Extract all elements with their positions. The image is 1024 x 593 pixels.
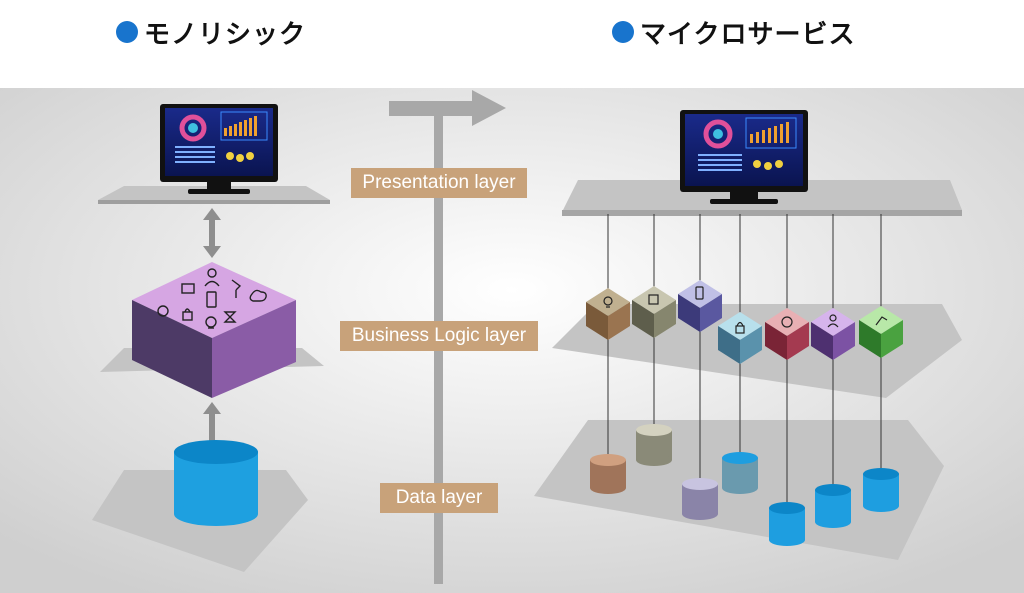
bullet-icon: [612, 21, 634, 43]
mono-double-arrow-top: [203, 208, 221, 258]
microservices-heading: マイクロサービス: [612, 14, 855, 50]
ms-service-lock: [718, 312, 762, 364]
microservices-architecture: [534, 110, 962, 560]
lock-icon: [735, 321, 745, 334]
ms-db-2: [636, 424, 672, 466]
business-logic-layer-label: Business Logic layer: [340, 321, 538, 351]
monolith-architecture: [92, 104, 330, 572]
ms-service-globe: [765, 308, 809, 360]
ms-db-7: [863, 468, 899, 512]
monolith-cube: [132, 262, 296, 398]
user-icon: [827, 314, 839, 328]
ms-service-user: [811, 308, 855, 360]
monolithic-heading: モノリシック: [116, 14, 306, 50]
bullet-icon: [116, 21, 138, 43]
monolithic-heading-text: モノリシック: [144, 19, 307, 50]
ms-service-lightbulb: [586, 288, 630, 340]
presentation-layer-label: Presentation layer: [351, 168, 527, 198]
ms-db-4: [722, 452, 758, 494]
ms-db-1: [590, 454, 626, 494]
ms-service-document: [632, 286, 676, 338]
phone-icon: [695, 286, 704, 300]
ms-db-6: [815, 484, 851, 528]
ms-service-phone: [678, 280, 722, 332]
lamp-icon: [875, 316, 888, 326]
ms-db-3: [682, 478, 718, 520]
data-layer-label: Data layer: [380, 483, 498, 513]
ms-presentation-platform: [562, 180, 962, 212]
ms-db-5: [769, 502, 805, 546]
ms-service-lamp: [859, 306, 903, 358]
document-icon: [648, 294, 659, 305]
globe-icon: [781, 316, 793, 328]
mono-database-icon: [174, 440, 258, 526]
ms-monitor-icon: [680, 110, 808, 204]
lightbulb-icon: [603, 296, 613, 308]
mono-monitor-icon: [160, 104, 278, 194]
microservices-heading-text: マイクロサービス: [640, 19, 856, 50]
